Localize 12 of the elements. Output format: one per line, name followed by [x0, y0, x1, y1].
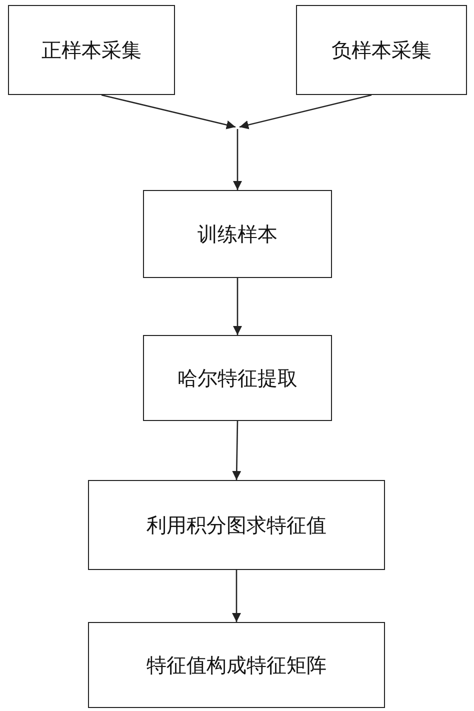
process-box: 哈尔特征提取 — [143, 335, 332, 421]
arrow — [239, 94, 372, 130]
process-box: 正样本采集 — [8, 5, 175, 95]
arrow — [233, 278, 242, 335]
process-box: 利用积分图求特征值 — [88, 480, 385, 570]
process-box: 训练样本 — [143, 190, 332, 278]
arrow — [232, 570, 241, 622]
arrow — [232, 420, 242, 480]
process-box: 负样本采集 — [296, 5, 467, 95]
process-box: 特征值构成特征矩阵 — [88, 622, 385, 708]
arrow — [101, 94, 236, 130]
arrow — [233, 129, 242, 190]
